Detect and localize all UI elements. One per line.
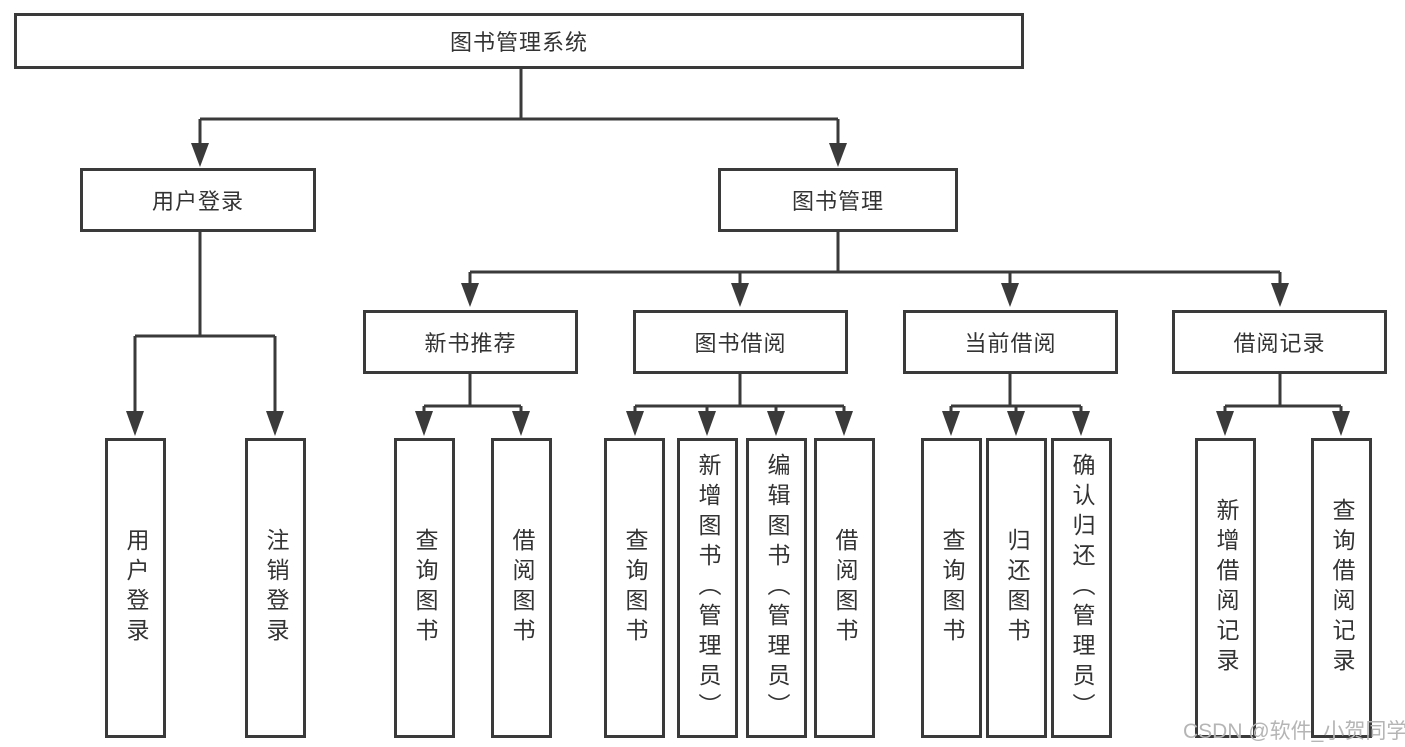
- leaf-logout: 注销登录: [245, 438, 306, 738]
- leaf-add-borrow-record: 新增借阅记录: [1195, 438, 1256, 738]
- leaf-query-books-recommend-label: 查询图书: [412, 528, 438, 648]
- leaf-add-books-admin: 新增图书（管理员）: [677, 438, 738, 738]
- leaf-query-books-borrow-label: 查询图书: [622, 528, 648, 648]
- leaf-query-books-recommend: 查询图书: [394, 438, 455, 738]
- node-user-login: 用户登录: [80, 168, 316, 232]
- leaf-borrow-books: 借阅图书: [814, 438, 875, 738]
- csdn-watermark: CSDN @软件_小贺同学: [1183, 720, 1405, 743]
- leaf-return-books: 归还图书: [986, 438, 1047, 738]
- connector-user-login-to-leaves: [126, 232, 284, 436]
- connector-current-borrow-to-leaves: [942, 374, 1090, 436]
- leaf-query-borrow-record-label: 查询借阅记录: [1329, 498, 1355, 678]
- connector-borrow-records-to-leaves: [1216, 374, 1350, 436]
- leaf-user-login-label: 用户登录: [123, 528, 149, 648]
- connector-new-book-to-leaves: [415, 374, 530, 436]
- leaf-borrow-books-label: 借阅图书: [832, 528, 858, 648]
- node-book-borrow: 图书借阅: [633, 310, 848, 374]
- connector-root-to-level2: [191, 69, 847, 167]
- leaf-borrow-books-recommend: 借阅图书: [491, 438, 552, 738]
- node-borrow-records: 借阅记录: [1172, 310, 1387, 374]
- leaf-edit-books-admin-label: 编辑图书（管理员）: [764, 453, 790, 723]
- leaf-user-login: 用户登录: [105, 438, 166, 738]
- leaf-return-books-label: 归还图书: [1004, 528, 1030, 648]
- node-new-book-recommend: 新书推荐: [363, 310, 578, 374]
- leaf-query-books-borrow: 查询图书: [604, 438, 665, 738]
- leaf-query-books-current-label: 查询图书: [939, 528, 965, 648]
- leaf-confirm-return-admin: 确认归还（管理员）: [1051, 438, 1112, 738]
- connector-book-borrow-to-leaves: [626, 374, 853, 436]
- leaf-logout-label: 注销登录: [263, 528, 289, 648]
- leaf-borrow-books-recommend-label: 借阅图书: [509, 528, 535, 648]
- node-root-library-management-system: 图书管理系统: [14, 13, 1024, 69]
- leaf-query-borrow-record: 查询借阅记录: [1311, 438, 1372, 738]
- leaf-add-books-admin-label: 新增图书（管理员）: [695, 453, 721, 723]
- connector-book-management-to-level3: [461, 232, 1289, 307]
- leaf-query-books-current: 查询图书: [921, 438, 982, 738]
- leaf-add-borrow-record-label: 新增借阅记录: [1213, 498, 1239, 678]
- leaf-confirm-return-admin-label: 确认归还（管理员）: [1069, 453, 1095, 723]
- node-book-management: 图书管理: [718, 168, 958, 232]
- leaf-edit-books-admin: 编辑图书（管理员）: [746, 438, 807, 738]
- node-current-borrow: 当前借阅: [903, 310, 1118, 374]
